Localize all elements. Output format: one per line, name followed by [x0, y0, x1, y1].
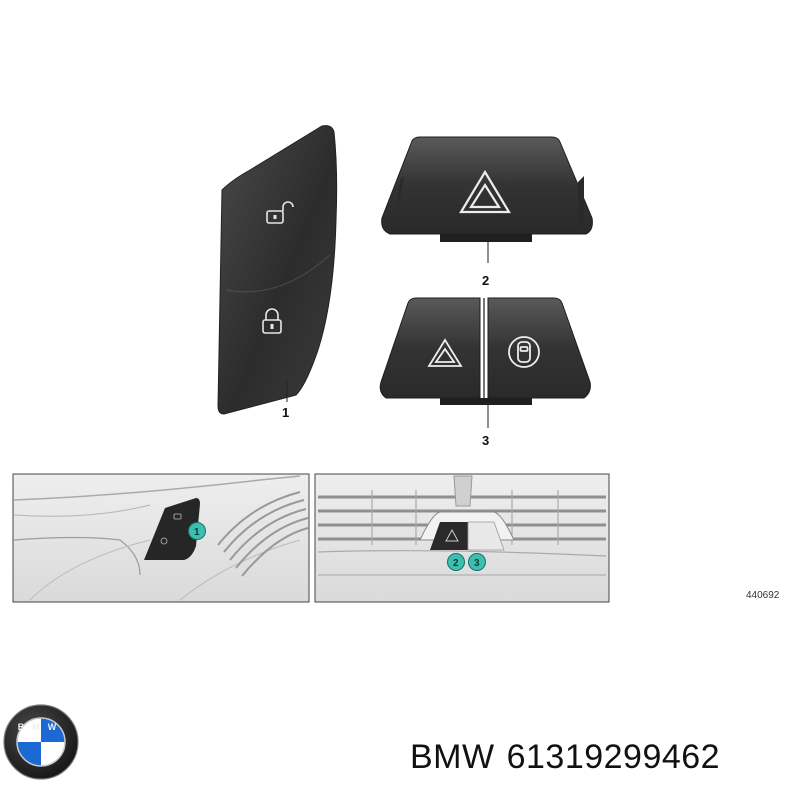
part-number-1: 1 [282, 405, 289, 420]
svg-text:3: 3 [474, 558, 480, 569]
callout-badge-1: 1 [188, 522, 206, 540]
logo-brand-text: BMW [18, 722, 65, 732]
location-panel-left [12, 473, 310, 603]
caption-brand: BMW [410, 738, 495, 776]
svg-text:1: 1 [194, 527, 200, 538]
part-2-hazard-button [381, 136, 593, 242]
part-number-3: 3 [482, 433, 489, 448]
location-panel-right [314, 473, 610, 603]
hazard-triangle-small-icon [427, 338, 463, 367]
part-3-button-pair [379, 297, 591, 405]
unlock-icon [266, 201, 294, 224]
hazard-triangle-icon [459, 169, 511, 214]
callout-badge-2: 2 [447, 553, 465, 571]
part-number-2: 2 [482, 273, 489, 288]
lock-icon [262, 308, 282, 334]
part-caption: BMW 61319299462 [410, 738, 720, 777]
part-1-lock-switch [217, 125, 338, 415]
bmw-logo: BMW [3, 704, 79, 780]
svg-text:2: 2 [453, 558, 459, 569]
car-lock-icon [508, 336, 540, 368]
drawing-code: 440692 [746, 590, 780, 601]
callout-badge-3: 3 [468, 553, 486, 571]
caption-part-number: 61319299462 [506, 738, 721, 776]
